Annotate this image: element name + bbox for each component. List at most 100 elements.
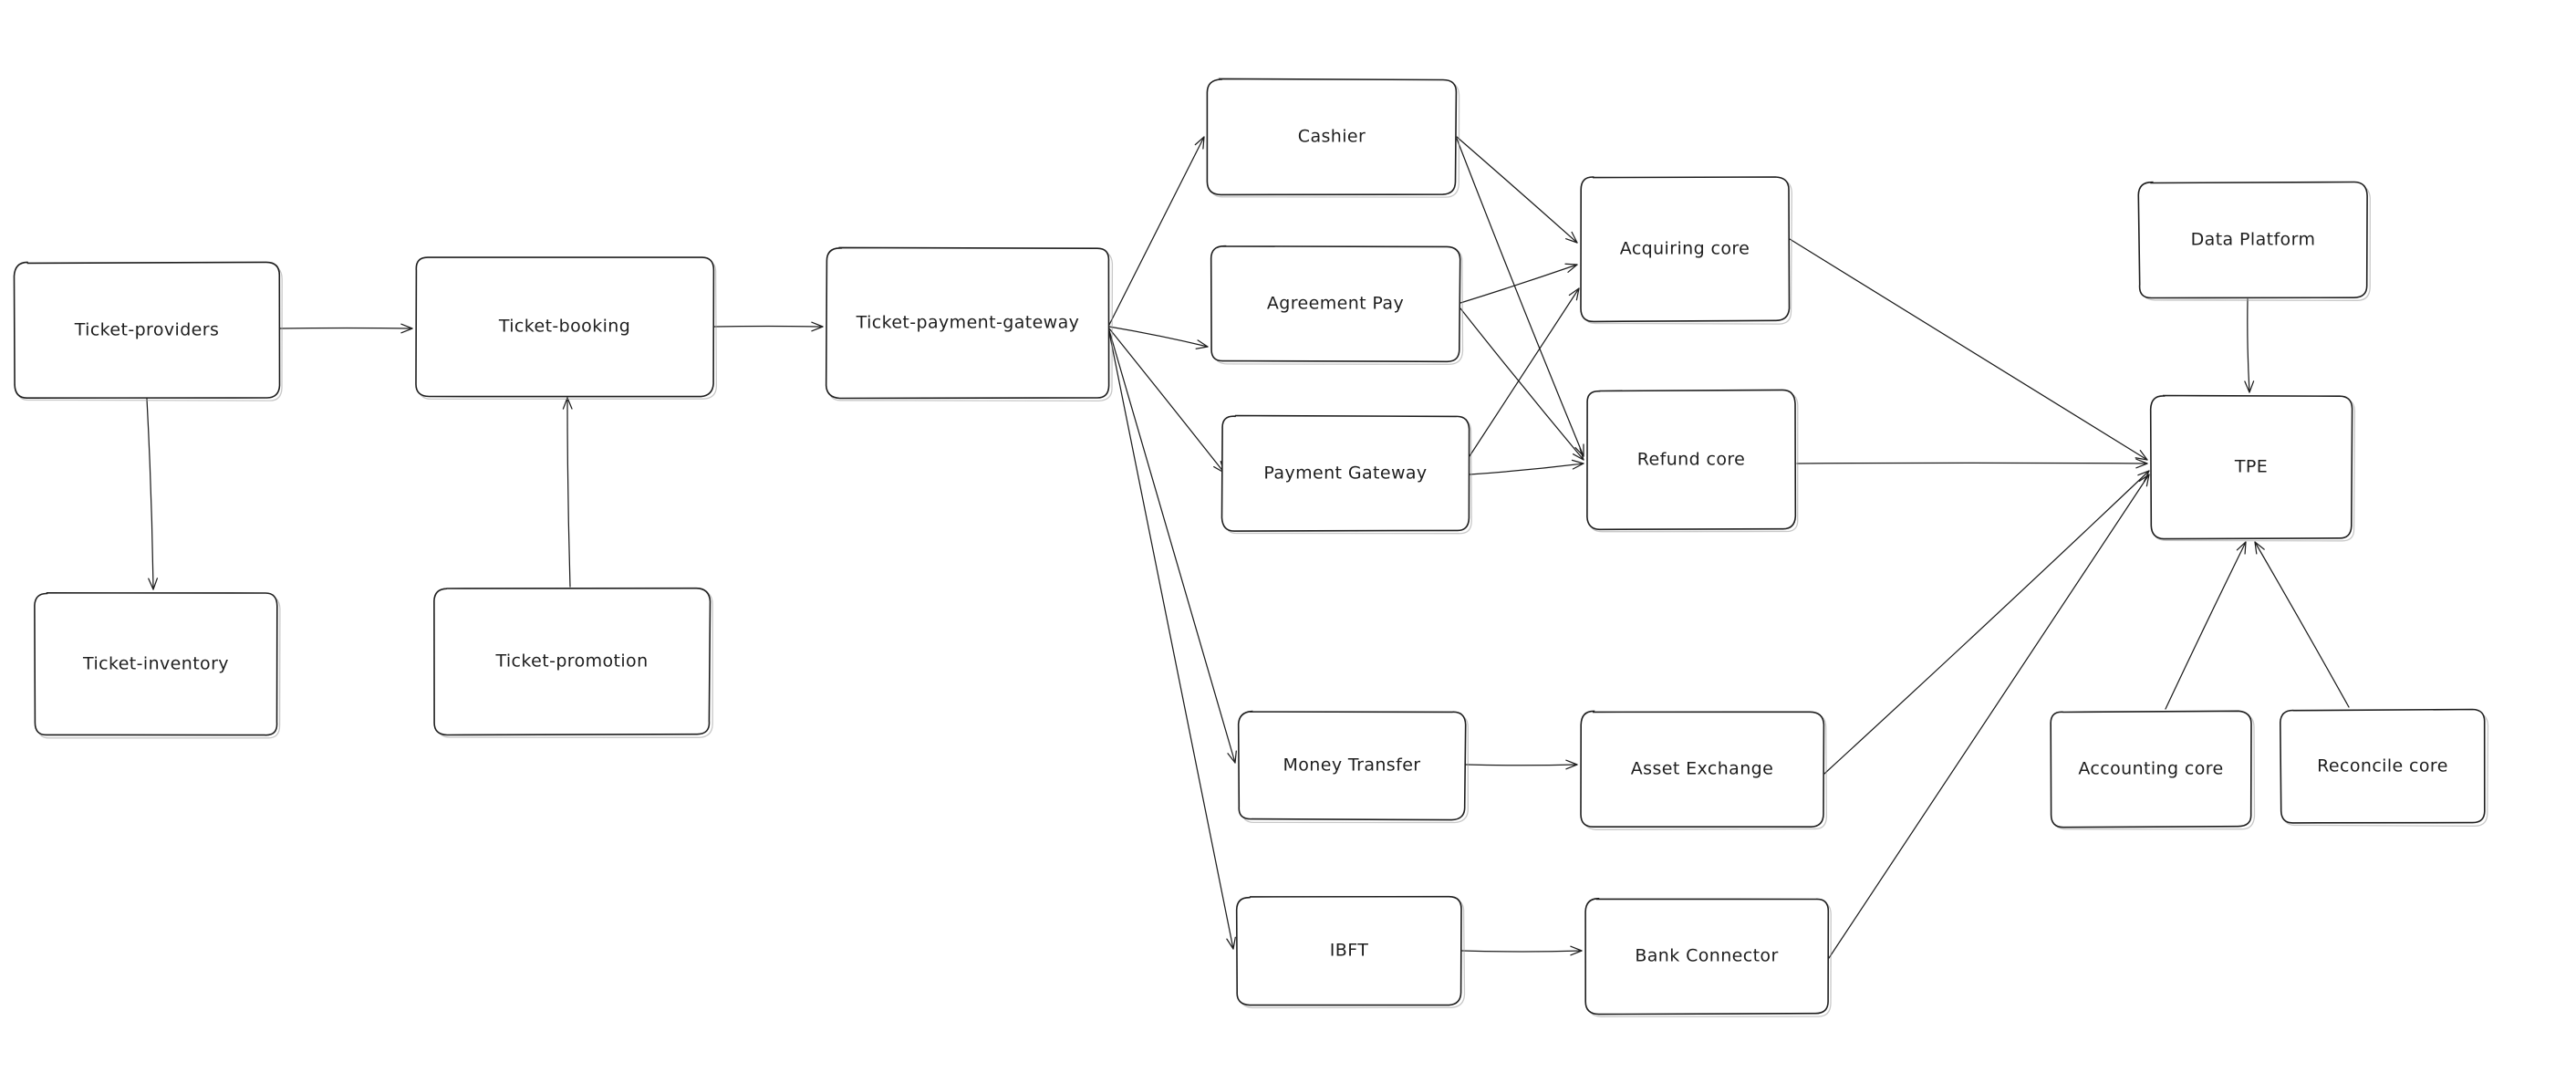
arrowhead-icon xyxy=(1574,443,1584,457)
arrowhead-icon xyxy=(2138,474,2150,487)
edge-ticket-payment-gateway-to-ibft xyxy=(1108,331,1236,950)
node-outline xyxy=(1235,895,1462,1006)
edge-agreement-pay-to-refund-core xyxy=(1459,307,1584,461)
edge-ticket-providers-to-ticket-inventory xyxy=(146,398,159,590)
edge-accounting-core-to-tpe xyxy=(2165,541,2247,710)
node-tpe[interactable]: TPE xyxy=(2149,394,2356,542)
node-cashier[interactable]: Cashier xyxy=(1206,78,1460,198)
edge-cashier-to-refund-core xyxy=(1456,138,1584,457)
node-label: Agreement Pay xyxy=(1267,294,1404,314)
node-outline xyxy=(1237,710,1467,821)
node-label: TPE xyxy=(2234,457,2268,477)
edge-ticket-payment-gateway-to-payment-gateway xyxy=(1108,328,1225,474)
node-outline xyxy=(1206,78,1458,196)
node-label: Ticket-providers xyxy=(74,320,220,340)
node-ticket-payment-gateway[interactable]: Ticket-payment-gateway xyxy=(825,246,1114,402)
node-label: Cashier xyxy=(1298,127,1366,147)
node-label: IBFT xyxy=(1330,941,1368,961)
arrowhead-icon xyxy=(1226,936,1236,950)
edge-ticket-booking-to-ticket-payment-gateway xyxy=(713,321,824,332)
edge-bank-connector-to-tpe xyxy=(1828,474,2150,959)
node-outline xyxy=(1210,245,1461,363)
edge-agreement-pay-to-acquiring-core xyxy=(1459,263,1578,304)
node-label: Reconcile core xyxy=(2317,756,2448,776)
node-label: Accounting core xyxy=(2078,759,2223,779)
node-label: Asset Exchange xyxy=(1631,759,1773,779)
node-bank-connector[interactable]: Bank Connector xyxy=(1584,897,1832,1017)
node-reconcile-core[interactable]: Reconcile core xyxy=(2279,708,2489,827)
node-ticket-booking[interactable]: Ticket-booking xyxy=(415,256,718,401)
node-label: Ticket-payment-gateway xyxy=(856,313,1080,333)
edge-payment-gateway-to-refund-core xyxy=(1469,459,1584,475)
node-outline xyxy=(1580,710,1825,828)
arrowhead-icon xyxy=(2135,449,2148,461)
node-ibft[interactable]: IBFT xyxy=(1235,895,1466,1009)
node-accounting-core[interactable]: Accounting core xyxy=(2050,710,2256,830)
node-label: Money Transfer xyxy=(1283,755,1420,776)
edge-asset-exchange-to-tpe xyxy=(1823,470,2150,775)
node-outline xyxy=(2050,710,2252,828)
edge-cashier-to-acquiring-core xyxy=(1456,136,1578,244)
arrowhead-icon xyxy=(2137,470,2150,483)
node-label: Data Platform xyxy=(2191,230,2316,250)
edge-ibft-to-bank-connector xyxy=(1461,945,1583,956)
edge-refund-core-to-tpe xyxy=(1796,458,2148,469)
node-ticket-promotion[interactable]: Ticket-promotion xyxy=(433,587,713,738)
arrowhead-icon xyxy=(1565,231,1578,244)
node-outline xyxy=(1584,897,1830,1016)
edge-ticket-promotion-to-ticket-booking xyxy=(562,397,573,588)
node-outline xyxy=(2137,181,2368,299)
arrowhead-icon xyxy=(2254,541,2265,555)
node-label: Acquiring core xyxy=(1620,239,1750,259)
arrowhead-icon xyxy=(1194,136,1205,150)
edge-payment-gateway-to-acquiring-core xyxy=(1469,287,1580,457)
edge-data-platform-to-tpe xyxy=(2244,298,2255,393)
arrowhead-icon xyxy=(1564,263,1578,273)
arrowhead-icon xyxy=(811,321,824,332)
node-outline xyxy=(1586,389,1797,531)
node-acquiring-core[interactable]: Acquiring core xyxy=(1580,176,1792,325)
node-outline xyxy=(433,587,712,736)
nodes-layer: Ticket-providers Ticket-booking Ticket-pay… xyxy=(13,78,2489,1017)
node-ticket-providers[interactable]: Ticket-providers xyxy=(13,261,283,401)
arrowhead-icon xyxy=(1565,759,1578,770)
arrowhead-icon xyxy=(1570,945,1583,956)
edges-layer xyxy=(146,136,2350,959)
node-outline xyxy=(825,246,1110,400)
arrowhead-icon xyxy=(562,397,573,410)
node-money-transfer[interactable]: Money Transfer xyxy=(1237,710,1469,824)
edge-acquiring-core-to-tpe xyxy=(1789,238,2148,461)
node-agreement-pay[interactable]: Agreement Pay xyxy=(1210,245,1464,365)
node-data-platform[interactable]: Data Platform xyxy=(2137,181,2371,301)
edge-reconcile-core-to-tpe xyxy=(2254,541,2350,708)
edge-ticket-providers-to-ticket-booking xyxy=(278,323,413,334)
arrowhead-icon xyxy=(1568,287,1580,301)
arrowhead-icon xyxy=(1195,339,1209,349)
edge-ticket-payment-gateway-to-agreement-pay xyxy=(1108,326,1209,349)
edge-money-transfer-to-asset-exchange xyxy=(1465,759,1578,770)
edge-ticket-payment-gateway-to-money-transfer xyxy=(1108,329,1237,764)
arrowhead-icon xyxy=(400,323,413,334)
node-refund-core[interactable]: Refund core xyxy=(1586,389,1799,533)
node-label: Ticket-booking xyxy=(498,317,630,337)
arrowhead-icon xyxy=(1571,459,1584,470)
node-label: Ticket-inventory xyxy=(82,654,229,674)
arrowhead-icon xyxy=(2244,380,2255,393)
node-label: Ticket-promotion xyxy=(494,651,648,672)
arrowhead-icon xyxy=(148,578,159,590)
node-label: Refund core xyxy=(1637,450,1745,470)
node-outline xyxy=(1220,414,1470,532)
node-ticket-inventory[interactable]: Ticket-inventory xyxy=(34,591,281,739)
node-label: Payment Gateway xyxy=(1263,464,1427,484)
node-outline xyxy=(1580,176,1791,323)
node-label: Bank Connector xyxy=(1635,946,1778,966)
node-outline xyxy=(2149,394,2353,540)
node-outline xyxy=(13,261,281,400)
node-asset-exchange[interactable]: Asset Exchange xyxy=(1580,710,1828,830)
arrowhead-icon xyxy=(1227,750,1237,764)
node-outline xyxy=(415,256,715,398)
arrowhead-icon xyxy=(1572,447,1584,461)
node-payment-gateway[interactable]: Payment Gateway xyxy=(1220,414,1472,535)
